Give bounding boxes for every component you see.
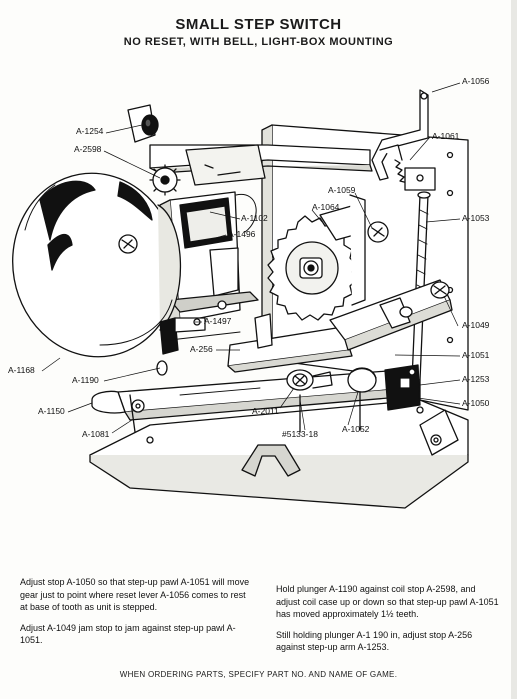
ratchet-gear	[267, 215, 357, 321]
label-a2011: A-2011	[252, 406, 279, 416]
knob-a1150	[91, 390, 126, 414]
bracket-a1497	[174, 317, 206, 333]
ordering-footer: WHEN ORDERING PARTS, SPECIFY PART NO. AN…	[119, 670, 398, 679]
label-a1150: A-1150	[38, 406, 65, 416]
label-5133-18: #5133-18	[282, 429, 318, 439]
nut-a2011	[286, 369, 333, 391]
label-a1051: A-1051	[462, 350, 490, 360]
label-a1496: A-1496	[228, 229, 256, 239]
label-a1059: A-1059	[328, 185, 356, 195]
bell-a1168	[12, 172, 182, 358]
plunger-a1190	[159, 317, 179, 355]
base-bracket	[241, 444, 301, 477]
instruction-paragraph: Adjust A-1049 jam stop to jam against st…	[20, 622, 236, 646]
label-a1049: A-1049	[462, 320, 490, 330]
label-a1056: A-1056	[462, 76, 490, 86]
instructions-left: Adjust stop A-1050 so that step-up pawl …	[20, 576, 252, 655]
label-a2598: A-2598	[74, 144, 102, 154]
instructions-right: Hold plunger A-1190 against coil stop A-…	[276, 583, 500, 662]
spring-a1061	[394, 159, 409, 184]
instruction-paragraph: Hold plunger A-1190 against coil stop A-…	[276, 584, 499, 619]
label-a1061: A-1061	[432, 131, 460, 141]
page-edge	[511, 0, 517, 699]
label-a1168: A-1168	[8, 365, 35, 375]
label-a1064: A-1064	[312, 202, 340, 212]
label-a1053: A-1053	[462, 213, 490, 223]
rod-a1053	[411, 194, 421, 381]
page-subtitle: NO RESET, WITH BELL, LIGHT-BOX MOUNTING	[123, 36, 394, 48]
label-a1190: A-1190	[72, 375, 99, 385]
instruction-paragraph: Still holding plunger A-1 190 in, adjust…	[276, 629, 473, 653]
label-a1052: A-1052	[342, 424, 370, 434]
label-a1102: A-1102	[241, 213, 268, 223]
label-a1253: A-1253	[462, 374, 490, 384]
label-a1254: A-1254	[76, 126, 104, 136]
label-a1050: A-1050	[462, 398, 490, 408]
label-a1497: A-1497	[204, 316, 232, 326]
label-a1081: A-1081	[82, 429, 110, 439]
instruction-paragraph: Adjust stop A-1050 so that step-up pawl …	[20, 577, 250, 612]
coil-stop-a2598	[149, 164, 181, 196]
label-a256: A-256	[190, 344, 213, 354]
step-switch-diagram: A-1056 A-1254 A-1061 A-2598 A-1059 A-106…	[8, 76, 490, 509]
page-title: SMALL STEP SWITCH	[175, 16, 342, 33]
